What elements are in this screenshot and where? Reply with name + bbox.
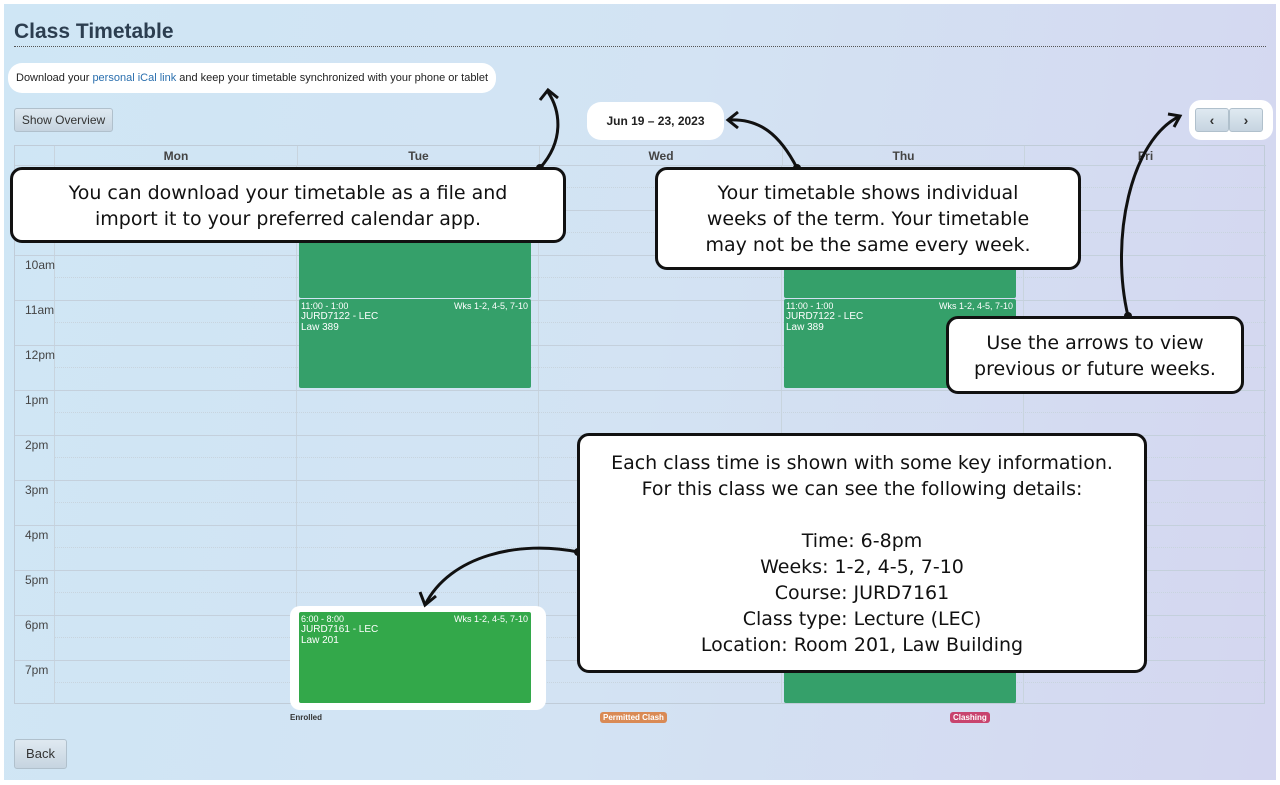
time-column-divider [54, 146, 55, 704]
callout-line: import it to your preferred calendar app… [94, 208, 482, 230]
day-header-wed: Wed [539, 146, 782, 166]
time-label: 2pm [25, 438, 49, 452]
time-label: 7pm [25, 663, 49, 677]
ical-link[interactable]: personal iCal link [92, 72, 177, 84]
hour-line [15, 165, 1266, 166]
hour-line [15, 300, 1266, 301]
legend-clashing: Clashing [950, 712, 990, 723]
hour-line [15, 345, 1266, 346]
event-location: Law 389 [301, 322, 339, 333]
event-course: JURD7122 - LEC [301, 311, 379, 322]
callout-line: Weeks: 1-2, 4-5, 7-10 [760, 556, 964, 578]
legend-permitted-clash: Permitted Clash [600, 712, 667, 723]
day-header-tue: Tue [297, 146, 539, 166]
prev-week-button[interactable]: ‹ [1195, 108, 1229, 132]
half-hour-line [55, 277, 1266, 278]
page-title: Class Timetable [14, 20, 174, 43]
arrow-date [727, 118, 799, 169]
time-label: 11am [25, 303, 55, 317]
event-course: JURD7161 - LEC [301, 624, 379, 635]
event-course: JURD7122 - LEC [786, 311, 864, 322]
next-week-button[interactable]: › [1229, 108, 1263, 132]
arrow-ical [538, 91, 560, 169]
time-label: 6pm [25, 618, 49, 632]
callout-line: Course: JURD7161 [774, 582, 950, 604]
ical-text: Download your [16, 72, 93, 84]
callout-line: Each class time is shown with some key i… [611, 452, 1113, 474]
callout-line: Time: 6-8pm [801, 530, 923, 552]
back-button[interactable]: Back [14, 739, 67, 769]
half-hour-line [55, 682, 1266, 683]
event-time: 6:00 - 8:00 [301, 614, 345, 624]
hour-line [15, 255, 1266, 256]
callout-line: You can download your timetable as a fil… [68, 182, 508, 204]
callout-arrows: Use the arrows to view previous or future… [946, 316, 1244, 394]
callout-line: Location: Room 201, Law Building [700, 634, 1024, 656]
legend-enrolled: Enrolled [290, 713, 323, 722]
title-divider [14, 46, 1266, 47]
day-header-thu: Thu [782, 146, 1024, 166]
ical-text-2: and keep your timetable synchronized wit… [176, 72, 489, 84]
event-location: Law 389 [786, 322, 824, 333]
hour-line [15, 390, 1266, 391]
arrow-class [423, 546, 579, 606]
callout-line: previous or future weeks. [974, 358, 1216, 380]
time-label: 12pm [25, 348, 56, 362]
arrow-nav [1120, 114, 1181, 317]
callout-line: Class type: Lecture (LEC) [742, 608, 982, 630]
time-label: 4pm [25, 528, 49, 542]
event-weeks: Wks 1-2, 4-5, 7-10 [453, 301, 528, 311]
callout-line: For this class we can see the following … [641, 478, 1083, 500]
half-hour-line [55, 367, 1266, 368]
show-overview-button[interactable]: Show Overview [14, 108, 113, 132]
week-nav: ‹ › [1189, 100, 1273, 140]
callout-line: weeks of the term. Your timetable [706, 208, 1030, 230]
event-weeks: Wks 1-2, 4-5, 7-10 [453, 614, 528, 624]
time-label: 5pm [25, 573, 49, 587]
date-range: Jun 19 – 23, 2023 [587, 102, 724, 140]
time-label: 10am [25, 258, 56, 272]
event-time: 11:00 - 1:00 [786, 301, 834, 311]
event-location: Law 201 [301, 635, 339, 646]
callout-ical: You can download your timetable as a fil… [10, 167, 566, 243]
callout-line: Use the arrows to view [986, 332, 1204, 354]
event-weeks: Wks 1-2, 4-5, 7-10 [938, 301, 1013, 311]
callout-weeks: Your timetable shows individual weeks of … [655, 167, 1081, 270]
callout-class-details: Each class time is shown with some key i… [577, 433, 1147, 673]
half-hour-line [55, 412, 1266, 413]
time-label: 3pm [25, 483, 49, 497]
half-hour-line [55, 322, 1266, 323]
callout-line: Your timetable shows individual [717, 182, 1019, 204]
time-label: 1pm [25, 393, 49, 407]
event-time: 11:00 - 1:00 [301, 301, 349, 311]
ical-notice: Download your personal iCal link and kee… [8, 63, 497, 93]
callout-line: may not be the same every week. [705, 234, 1031, 256]
hour-line [15, 210, 1266, 211]
